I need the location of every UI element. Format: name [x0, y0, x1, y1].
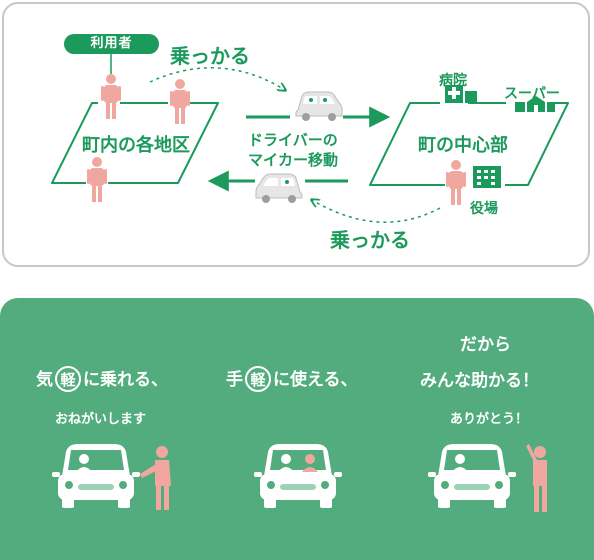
town-office-label: 役場 — [470, 201, 498, 217]
slogan-2-pre: 手 — [226, 370, 243, 390]
slogan-2: 手軽に使える、 — [226, 365, 358, 392]
user-badge: 利用者 — [64, 34, 159, 54]
supermarket-icon — [515, 96, 555, 112]
slogan-2-post: に使える、 — [273, 370, 358, 390]
slogan-1-circled: 軽 — [55, 366, 81, 392]
hospital-label: 病院 — [439, 73, 467, 89]
driver-line2: マイカー移動 — [248, 151, 339, 169]
person-icon — [170, 79, 190, 124]
person-icon — [87, 157, 107, 202]
car-icon — [295, 91, 343, 121]
car-front-icon — [253, 443, 343, 509]
speech-thanks: ありがとう！ — [450, 412, 529, 427]
slogan-3-line1: だから — [460, 335, 511, 355]
slogan-1-pre: 気 — [36, 370, 53, 390]
person-icon — [446, 160, 466, 205]
left-area-label: 町内の各地区 — [82, 135, 190, 156]
supermarket-label: スーパー — [504, 86, 560, 102]
slogan-2-circled: 軽 — [245, 366, 271, 392]
ride-label-bottom: 乗っかる — [330, 228, 410, 252]
car-icon — [255, 173, 303, 203]
car-front-icon — [427, 443, 517, 509]
driver-line1: ドライバーの — [248, 131, 338, 149]
person-icon — [140, 446, 171, 510]
speech-please: おねがいします — [55, 412, 147, 427]
person-icon — [101, 74, 121, 119]
hospital-icon — [445, 85, 477, 103]
bottom-panel — [0, 298, 594, 560]
town-office-icon — [473, 166, 501, 188]
ride-label-top: 乗っかる — [170, 44, 250, 68]
slogan-1-post: に乗れる、 — [83, 370, 168, 390]
car-front-icon — [51, 443, 141, 509]
slogan-3-line2: みんな助かる！ — [420, 371, 539, 391]
slogan-1: 気軽に乗れる、 — [36, 365, 168, 392]
right-area-label: 町の中心部 — [418, 135, 508, 156]
person-icon — [526, 444, 547, 512]
